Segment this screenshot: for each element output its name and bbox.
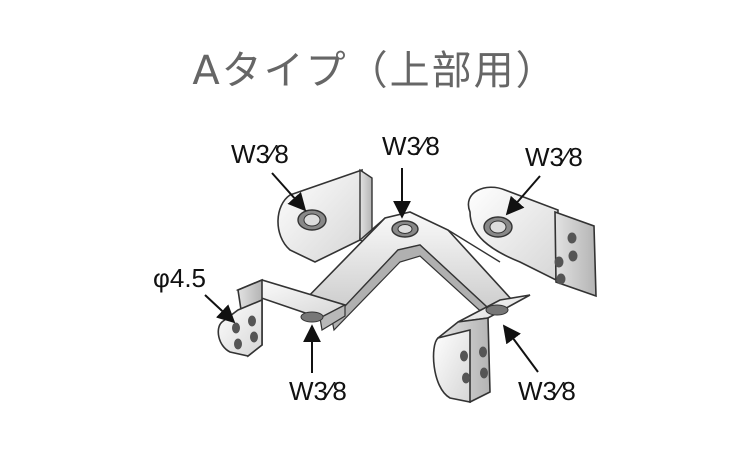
lower-left-foot [217, 278, 348, 358]
arrow-top-right [505, 175, 541, 216]
arrow-top-left [271, 172, 307, 212]
arrow-bottom-right [502, 324, 539, 373]
label-hole-diameter: φ4.5 [153, 263, 206, 293]
label-bottom-right: W3⁄8 [518, 376, 576, 406]
label-top-center: W3⁄8 [382, 131, 440, 161]
arrow-hole-diameter [204, 294, 236, 324]
lower-right-foot [432, 294, 531, 404]
label-bottom-center: W3⁄8 [289, 376, 347, 406]
leader-arrows [204, 168, 541, 373]
label-top-right: W3⁄8 [525, 142, 583, 172]
upper-right-ear [467, 186, 597, 298]
label-top-left: W3⁄8 [231, 139, 289, 169]
diagram-title: Aタイプ（上部用） [192, 48, 558, 94]
